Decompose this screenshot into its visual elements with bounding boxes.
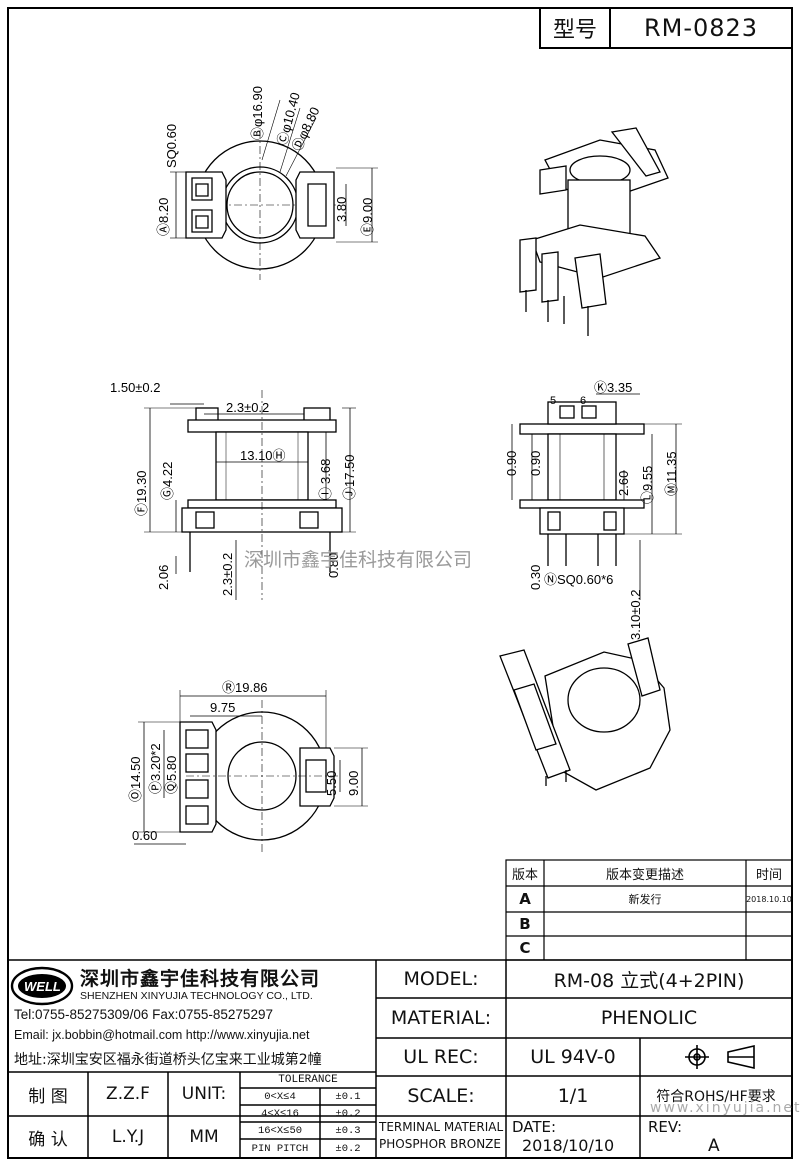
- company-name-cn: 深圳市鑫宇佳科技有限公司: [80, 968, 321, 990]
- top-view: [170, 99, 378, 280]
- dim-l: Ⓛ9.55: [640, 466, 655, 504]
- dim-i: Ⓘ: [318, 487, 333, 500]
- rev-row-a-version: A: [519, 890, 531, 908]
- ulrec-label: UL REC:: [403, 1046, 479, 1068]
- dim-6: 6: [580, 395, 586, 407]
- material-label: MATERIAL:: [390, 1007, 492, 1029]
- dim-h: 13.10Ⓗ: [240, 448, 286, 463]
- dim-e: Ⓔ9.00: [360, 198, 375, 236]
- dim-23: 2.3±0.2: [226, 400, 269, 415]
- company-tel-fax: Tel:0755-85275309/06 Fax:0755-85275297: [14, 1007, 273, 1022]
- dim-m: Ⓜ11.35: [664, 451, 679, 496]
- rev-row-a-date: 2018.10.10: [746, 894, 792, 904]
- dim-23b: 2.3±0.2: [220, 553, 235, 596]
- tol-range-4: PIN PITCH: [251, 1142, 309, 1155]
- dim-sq: SQ0.60: [164, 124, 179, 168]
- type-label: 型号: [552, 18, 597, 43]
- scale-label: SCALE:: [407, 1085, 475, 1107]
- rev-header-version: 版本: [511, 867, 538, 883]
- dim-550: 5.50: [324, 771, 339, 796]
- date-value: 2018/10/10: [522, 1136, 615, 1155]
- dim-a: Ⓐ8.20: [156, 198, 171, 236]
- projection-symbol-icon: [727, 1044, 755, 1070]
- rev-row-c-version: C: [519, 939, 531, 957]
- tol-range-1: 0<X≤4: [264, 1090, 296, 1103]
- dim-k: Ⓚ3.35: [594, 380, 632, 395]
- company-address: 地址:深圳宝安区福永街道桥头亿宝来工业城第2幢: [14, 1052, 322, 1068]
- side-view: [144, 390, 356, 600]
- dim-n: ⓃSQ0.60*6: [544, 572, 613, 587]
- dim-310: 3.10±0.2: [628, 589, 643, 640]
- dim-900: 9.00: [346, 771, 361, 796]
- dim-5: 5: [550, 395, 556, 407]
- dim-f: Ⓕ19.30: [134, 470, 149, 516]
- rev-value: A: [708, 1136, 720, 1156]
- tol-value-3: ±0.3: [335, 1124, 361, 1137]
- dim-368: 3.68: [318, 459, 333, 484]
- dim-260: 2.60: [616, 471, 631, 496]
- dim-090a: 0.90: [504, 451, 519, 476]
- scale-value: 1/1: [557, 1085, 589, 1107]
- dim-380: 3.80: [334, 197, 349, 222]
- dim-j: Ⓙ17.50: [342, 454, 357, 500]
- draw-label: 制 图: [28, 1086, 68, 1107]
- tol-value-4: ±0.2: [335, 1142, 361, 1155]
- dim-060: 0.60: [132, 828, 157, 843]
- tol-value-1: ±0.1: [335, 1090, 361, 1103]
- crosshair-icon: [685, 1045, 709, 1069]
- model-code: RM-0823: [643, 14, 759, 42]
- model-value: RM-08 立式(4+2PIN): [553, 969, 745, 992]
- dim-080: 0.80: [326, 553, 341, 578]
- isometric-view-top: [519, 127, 669, 336]
- dim-q: Ⓠ5.80: [164, 756, 179, 794]
- watermark-company: 深圳市鑫宇佳科技有限公司: [244, 549, 472, 571]
- check-label: 确 认: [28, 1129, 68, 1150]
- tol-range-2: 4<X≤16: [261, 1107, 299, 1120]
- unit-value: MM: [189, 1127, 219, 1147]
- logo-text: WELL: [24, 979, 61, 994]
- tolerance-title: TOLERANCE: [278, 1074, 338, 1086]
- rev-row-a-description: 新发行: [628, 893, 662, 906]
- dim-090b: 0.90: [528, 451, 543, 476]
- company-email: Email: jx.bobbin@hotmail.com http://www.…: [14, 1028, 310, 1042]
- date-label: DATE:: [512, 1118, 557, 1136]
- rev-header-description: 版本变更描述: [605, 867, 684, 883]
- dim-r: Ⓡ19.86: [222, 680, 268, 695]
- dim-206: 2.06: [156, 565, 171, 590]
- dim-975: 9.75: [210, 700, 235, 715]
- check-value: L.Y.J: [111, 1127, 145, 1147]
- material-value: PHENOLIC: [600, 1007, 698, 1029]
- tol-range-3: 16<X≤50: [257, 1124, 303, 1137]
- isometric-view-bottom: [499, 637, 671, 791]
- tol-value-2: ±0.2: [335, 1107, 361, 1120]
- model-label: MODEL:: [403, 968, 479, 990]
- bottom-view: [134, 690, 368, 852]
- watermark-site: www.xinyujia.net: [650, 1100, 800, 1116]
- unit-label: UNIT:: [181, 1084, 227, 1104]
- dim-150: 1.50±0.2: [110, 380, 161, 395]
- revision-table-grid: [505, 859, 793, 961]
- company-logo: [10, 966, 74, 1006]
- company-name-en: SHENZHEN XINYUJIA TECHNOLOGY CO., LTD.: [80, 990, 313, 1002]
- rohs-note: 符合ROHS/HF要求: [656, 1089, 776, 1105]
- title-block-grid: [7, 959, 793, 1159]
- dim-o: Ⓞ14.50: [128, 756, 143, 802]
- dim-b: Ⓑφ16.90: [250, 86, 265, 140]
- rev-header-date: 时间: [755, 867, 782, 883]
- rev-row-b-version: B: [519, 915, 531, 933]
- front-view: [511, 393, 682, 600]
- dim-p: Ⓟ3.20*2: [148, 743, 163, 794]
- terminal-material-value: PHOSPHOR BRONZE: [379, 1137, 501, 1151]
- dim-030: 0.30: [528, 565, 543, 590]
- terminal-material-label: TERMINAL MATERIAL: [379, 1120, 504, 1134]
- ulrec-value: UL 94V-0: [530, 1046, 616, 1068]
- draw-value: Z.Z.F: [106, 1084, 150, 1104]
- dim-g: Ⓖ4.22: [160, 462, 175, 500]
- rev-label: REV:: [648, 1118, 682, 1136]
